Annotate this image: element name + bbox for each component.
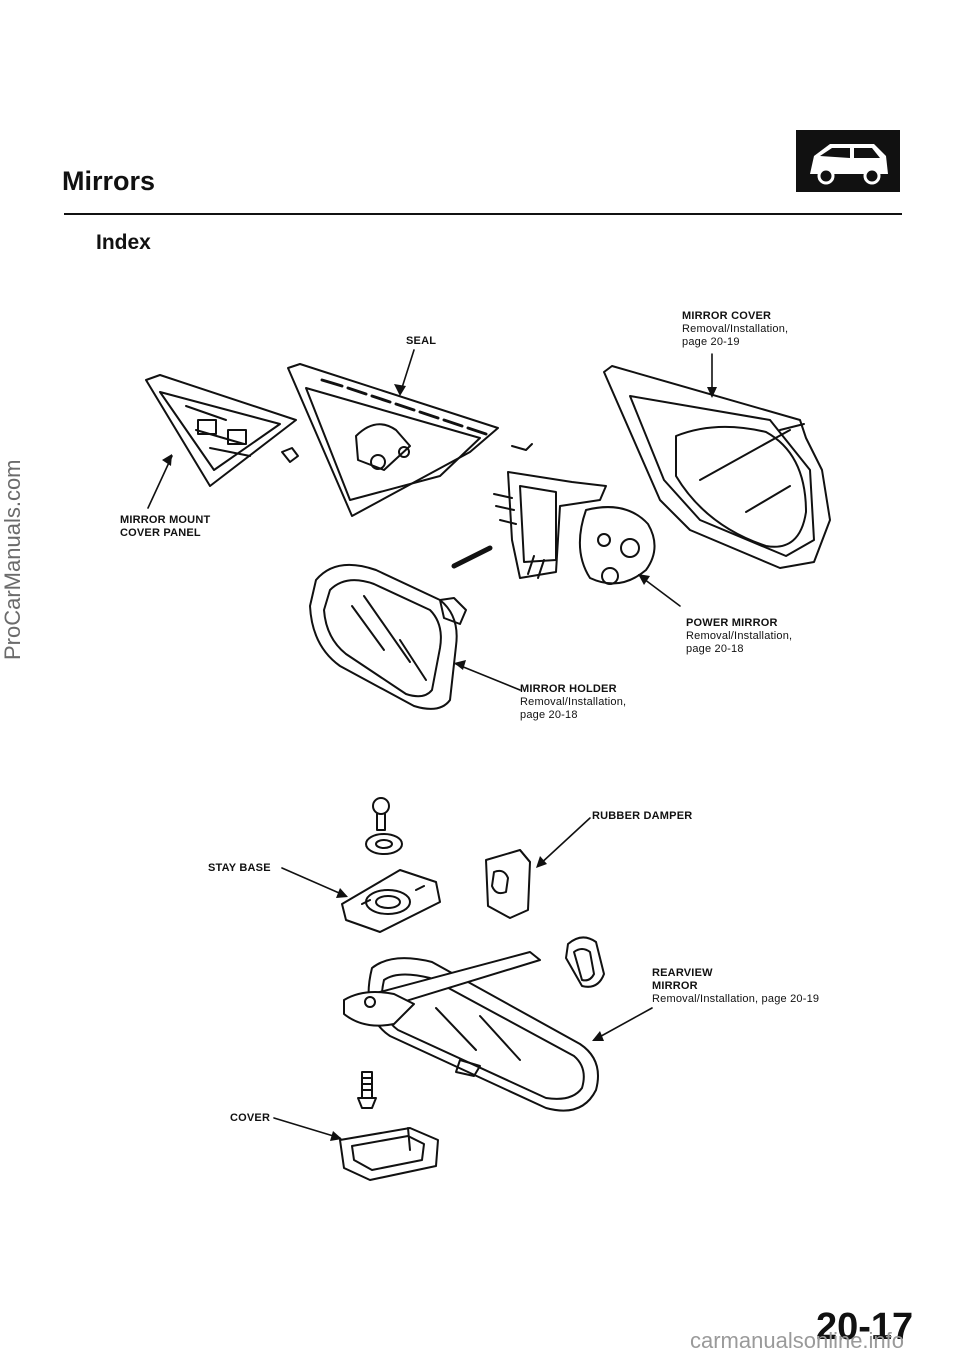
mirror-mount-line1: MIRROR MOUNT <box>120 514 211 526</box>
mirror-cover-ref1: Removal/Installation, <box>682 323 789 335</box>
mirror-mount-cover-panel-drawing <box>145 374 299 487</box>
rearview-mirror-ref: Removal/Installation, page 20-19 <box>652 993 820 1005</box>
label-power-mirror: POWER MIRROR Removal/Installation, page … <box>686 617 792 656</box>
mirror-mount-line2: COVER PANEL <box>120 527 201 539</box>
rearview-mirror-line2: MIRROR <box>652 980 698 992</box>
label-rearview-mirror: REARVIEW MIRROR Removal/Installation, pa… <box>652 967 819 1006</box>
mirror-holder-ref2: page 20-18 <box>520 709 578 721</box>
page-number: 20-17 <box>816 1306 914 1348</box>
leader-cover <box>273 1117 341 1139</box>
mirror-cover-ref2: page 20-19 <box>682 336 740 348</box>
label-mirror-cover: MIRROR COVER Removal/Installation, page … <box>682 310 788 349</box>
stay-base-drawing <box>341 869 441 933</box>
car-icon <box>796 130 900 192</box>
rubber-damper-drawing <box>485 849 531 919</box>
label-stay-base: STAY BASE <box>208 862 271 874</box>
leader-mirror-holder <box>455 663 521 691</box>
seal-drawing <box>287 363 499 517</box>
rearview-mirror-drawing <box>343 951 599 1112</box>
screw-washer-drawing <box>365 797 403 855</box>
mirror-cover-name: MIRROR COVER <box>682 310 772 322</box>
label-mirror-holder: MIRROR HOLDER Removal/Installation, page… <box>520 683 626 722</box>
page-title: Mirrors <box>62 166 156 196</box>
power-mirror-ref2: page 20-18 <box>686 643 744 655</box>
mirror-cover-drawing <box>603 365 831 569</box>
leader-rearview-mirror <box>593 1007 653 1041</box>
leader-rubber-damper <box>537 817 591 867</box>
leader-mirror-mount <box>147 455 173 509</box>
power-mirror-drawing <box>451 443 656 585</box>
power-mirror-ref1: Removal/Installation, <box>686 630 793 642</box>
leader-power-mirror <box>639 575 681 607</box>
label-cover: COVER <box>230 1112 271 1124</box>
header-rule <box>64 213 902 215</box>
label-rubber-damper: RUBBER DAMPER <box>592 810 693 822</box>
footer-watermark: carmanualsonline.info <box>690 1328 905 1353</box>
power-mirror-name: POWER MIRROR <box>686 617 778 629</box>
label-mirror-mount: MIRROR MOUNT COVER PANEL <box>120 514 210 540</box>
label-seal: SEAL <box>406 335 437 347</box>
mirror-holder-name: MIRROR HOLDER <box>520 683 617 695</box>
mirror-holder-drawing <box>309 563 467 710</box>
mirror-mount-base-drawing <box>565 936 605 988</box>
mirror-holder-ref1: Removal/Installation, <box>520 696 627 708</box>
leader-stay-base <box>281 867 347 897</box>
cover-drawing <box>339 1127 439 1181</box>
cover-screw-drawing <box>357 1071 377 1109</box>
section-subtitle: Index <box>96 231 151 254</box>
rearview-mirror-line1: REARVIEW <box>652 967 713 979</box>
